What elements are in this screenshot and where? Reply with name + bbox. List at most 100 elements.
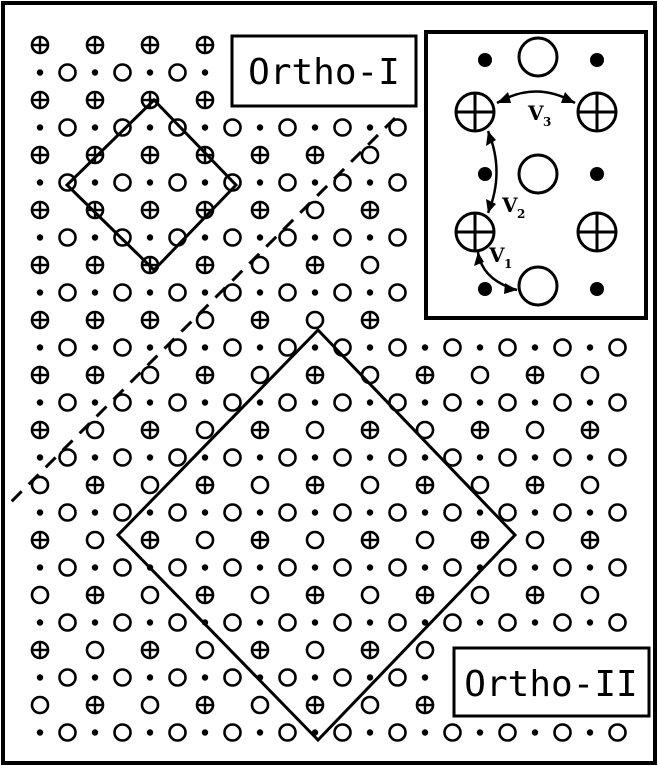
inset-dot (590, 282, 604, 296)
lattice-open-circle (278, 558, 297, 577)
lattice-open-circle (608, 723, 627, 742)
lattice-open-circle (58, 283, 77, 302)
lattice-open-circle (443, 613, 462, 632)
lattice-open-circle (250, 585, 270, 605)
lattice-open-circle (30, 475, 50, 495)
lattice-open-circle (443, 338, 462, 357)
lattice-circle-plus (30, 530, 50, 550)
lattice-open-circle (443, 503, 462, 522)
lattice-open-circle (388, 668, 407, 687)
lattice-open-circle (525, 530, 545, 550)
lattice-open-circle (608, 393, 627, 412)
lattice-circle-plus (85, 475, 105, 495)
lattice-dot (201, 729, 209, 736)
v3-subscript: 3 (543, 115, 551, 129)
inset-dot (478, 167, 492, 181)
lattice-dot (476, 344, 484, 351)
lattice-dot (586, 399, 594, 406)
lattice-open-circle (168, 63, 187, 82)
lattice-dot (531, 729, 539, 736)
lattice-dot (256, 454, 264, 461)
lattice-circle-plus (360, 310, 380, 330)
lattice-open-circle (470, 365, 490, 385)
lattice-dot (366, 674, 374, 681)
lattice-open-circle (223, 723, 242, 742)
lattice-dot (586, 454, 594, 461)
lattice-dot (586, 344, 594, 351)
lattice-open-circle (113, 723, 132, 742)
lattice-circle-plus (415, 585, 435, 605)
lattice-open-circle (168, 118, 187, 137)
lattice-open-circle (305, 530, 325, 550)
lattice-dot (311, 234, 319, 241)
lattice-circle-plus (305, 145, 325, 165)
lattice-open-circle (140, 585, 160, 605)
lattice-open-circle (388, 283, 407, 302)
lattice-circle-plus (525, 365, 545, 385)
lattice-dot (201, 344, 209, 351)
lattice-circle-plus (305, 695, 325, 715)
lattice-open-circle (168, 613, 187, 632)
lattice-open-circle (250, 365, 270, 385)
lattice-open-circle (250, 475, 270, 495)
lattice-circle-plus (195, 365, 215, 385)
lattice-circle-plus (85, 145, 105, 165)
lattice-open-circle (553, 723, 572, 742)
lattice-open-circle (113, 283, 132, 302)
lattice-dot (36, 344, 44, 351)
lattice-open-circle (278, 228, 297, 247)
lattice-open-circle (58, 228, 77, 247)
lattice-dot (476, 509, 484, 516)
inset-dot (590, 53, 604, 67)
lattice-circle-plus (250, 200, 270, 220)
inset-circle-plus (576, 91, 618, 133)
lattice-open-circle (223, 393, 242, 412)
lattice-dot (531, 564, 539, 571)
lattice-open-circle (278, 118, 297, 137)
lattice-open-circle (58, 63, 77, 82)
lattice-dot (256, 564, 264, 571)
lattice-open-circle (333, 338, 352, 357)
lattice-open-circle (415, 640, 435, 660)
lattice-open-circle (305, 640, 325, 660)
lattice-circle-plus (195, 695, 215, 715)
lattice-dot (256, 289, 264, 296)
lattice-dot (146, 674, 154, 681)
lattice-open-circle (553, 448, 572, 467)
lattice-circle-plus (195, 585, 215, 605)
lattice-circle-plus (30, 200, 50, 220)
lattice-open-circle (168, 668, 187, 687)
lattice-dot (366, 289, 374, 296)
lattice-circle-plus (250, 145, 270, 165)
lattice-dot (421, 344, 429, 351)
lattice-open-circle (58, 393, 77, 412)
lattice-dot (91, 674, 99, 681)
lattice-open-circle (443, 723, 462, 742)
lattice-circle-plus (250, 640, 270, 660)
lattice-open-circle (333, 393, 352, 412)
lattice-open-circle (553, 338, 572, 357)
lattice-circle-plus (85, 585, 105, 605)
lattice-open-circle (278, 503, 297, 522)
lattice-circle-plus (30, 255, 50, 275)
lattice-open-circle (113, 118, 132, 137)
lattice-dot (91, 69, 99, 76)
lattice-open-circle (113, 63, 132, 82)
lattice-open-circle (333, 228, 352, 247)
lattice-circle-plus (140, 200, 160, 220)
lattice-circle-plus (140, 420, 160, 440)
lattice-dot (146, 509, 154, 516)
lattice-open-circle (443, 448, 462, 467)
lattice-circle-plus (140, 640, 160, 660)
lattice-dot (91, 454, 99, 461)
lattice-dot (91, 399, 99, 406)
lattice-open-circle (333, 613, 352, 632)
lattice-open-circle (360, 255, 380, 275)
lattice-open-circle (58, 448, 77, 467)
lattice-open-circle (360, 475, 380, 495)
lattice-circle-plus (30, 640, 50, 660)
lattice-open-circle (223, 338, 242, 357)
lattice-circle-plus (30, 310, 50, 330)
inset-circle-plus (454, 91, 496, 133)
